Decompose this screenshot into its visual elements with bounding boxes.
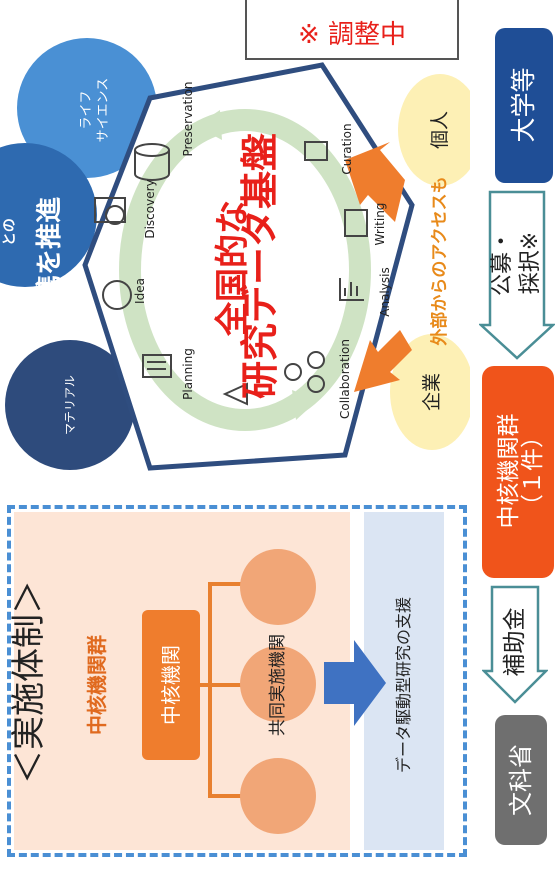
cycle-ring: [119, 109, 371, 431]
life-science-circle: [17, 38, 157, 178]
cycle-idea: Idea: [133, 278, 147, 304]
cycle-writing: Writing: [373, 202, 387, 246]
recruit-line2: 採択※: [518, 231, 543, 295]
promote-small-label: との: [2, 218, 18, 246]
company-label: 企業: [421, 373, 443, 412]
support-arrow: [324, 640, 386, 726]
company-arrow: [354, 330, 412, 392]
support-label: データ駆動型研究の支援: [394, 597, 413, 774]
status-note-box: [245, 0, 459, 60]
collaboration-icon: [284, 363, 302, 381]
mext-label: 文科省: [507, 744, 535, 816]
idea-icon: [102, 280, 132, 310]
implementation-frame: [7, 505, 467, 857]
core-group-line2: （１件）: [520, 425, 546, 517]
cycle-planning: Planning: [181, 348, 195, 400]
core-group-box: [482, 366, 554, 578]
status-note: ※ 調整中: [297, 20, 407, 50]
cycle-discovery: Discovery: [143, 179, 157, 239]
university-label: 大学等: [509, 67, 538, 143]
individual-circle: [398, 74, 470, 186]
tree-trunk: [199, 683, 211, 687]
promote-label: 連携を推進: [35, 197, 65, 328]
system-subtitle: 中核機関群: [85, 635, 109, 735]
cycle-preservation: Preservation: [181, 81, 195, 157]
core-institution-box: [142, 610, 200, 760]
material-circle: [5, 340, 135, 470]
platform-diagram: [0, 38, 470, 471]
mext-box: [495, 715, 547, 845]
partner-circle-1: [240, 549, 316, 625]
tree-branch-1: [208, 582, 256, 586]
cycle-analysis: Analysis: [378, 267, 392, 317]
partner-circle-3: [240, 758, 316, 834]
partner-circle-2: [240, 646, 316, 722]
recruit-line1: 公募・: [490, 230, 515, 297]
external-access-label: 外部からのアクセスも: [430, 176, 450, 346]
curation-icon: [304, 141, 328, 161]
material-label: マテリアル: [63, 375, 77, 435]
system-title: ＜実施体制＞: [9, 580, 49, 784]
tree-spine: [208, 582, 212, 798]
individual-arrow: [345, 142, 405, 222]
core-institution-label: 中核機関: [159, 645, 183, 725]
cycle-collaboration: Collaboration: [338, 339, 352, 419]
company-circle: [390, 334, 470, 450]
lab-flask-icon: [222, 382, 248, 406]
life-label-2: サイエンス: [96, 77, 111, 143]
analysis-icon: [339, 278, 364, 301]
recruit-arrow: [479, 190, 555, 360]
subsidy-label: 補助金: [502, 607, 528, 677]
university-box: [495, 28, 553, 183]
planning-icon: [142, 354, 172, 378]
tree-branch-2: [208, 683, 256, 687]
promote-circle: [0, 143, 97, 287]
cycle-curation: Curation: [340, 123, 354, 175]
subsidy-arrow: [482, 585, 548, 704]
tree-branch-3: [208, 794, 256, 798]
partner-institutions-label: 共同実施機関: [268, 634, 288, 736]
writing-icon: [344, 209, 368, 237]
platform-title-2: 研究データ基盤: [238, 132, 282, 399]
